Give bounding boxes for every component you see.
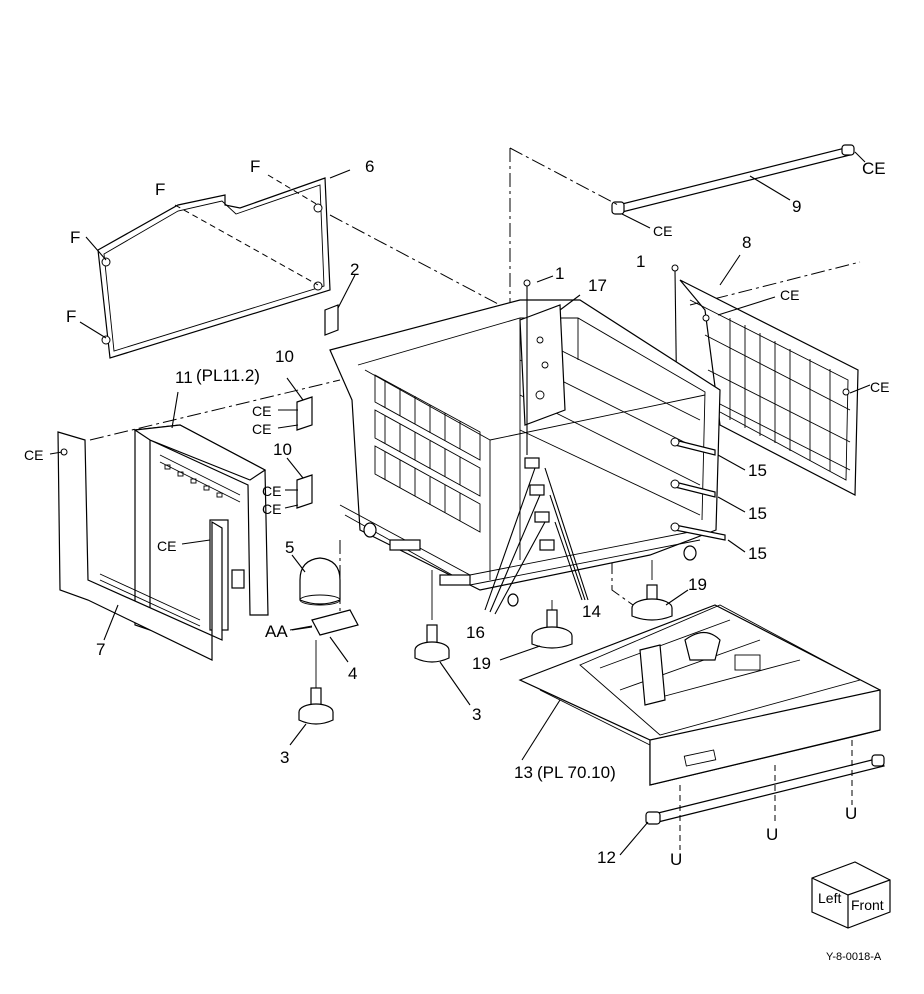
part-19-feet (531, 560, 673, 649)
callout-aa: AA (265, 622, 288, 641)
callout-ce5: CE (252, 403, 271, 419)
callout-u2: U (766, 825, 778, 844)
screw-f2-icon (101, 335, 111, 345)
part-4-bracket (311, 609, 359, 636)
callout-5: 5 (285, 538, 294, 557)
callout-ce6: CE (252, 421, 271, 437)
part-17-bracket (519, 304, 566, 426)
callout-7: 7 (96, 640, 105, 659)
callout-1a: 1 (555, 264, 564, 283)
document-code: Y-8-0018-A (826, 951, 882, 963)
orientation-cube-icon: Left Front (811, 861, 891, 929)
part-14-16-rollers (524, 457, 555, 551)
part-12-handle (645, 754, 885, 825)
screw-1b-icon (671, 264, 679, 272)
callout-ce4: CE (870, 379, 889, 395)
callout-13: 13 (514, 763, 533, 782)
callout-ce10: CE (157, 538, 176, 554)
callout-f3: F (70, 228, 80, 247)
callout-ce3: CE (780, 287, 799, 303)
main-frame (329, 299, 721, 607)
callout-17: 17 (588, 276, 607, 295)
callout-12: 12 (597, 848, 616, 867)
callout-14: 14 (582, 602, 601, 621)
part-10-clips (296, 396, 313, 509)
part-3-feet (298, 570, 450, 725)
part-9-rod (611, 144, 855, 215)
cube-left-label: Left (818, 890, 841, 906)
cube-front-label: Front (851, 897, 884, 913)
screw-f1-icon (101, 257, 111, 267)
callout-11-ref: (PL11.2) (196, 366, 260, 385)
callout-ce1: CE (862, 159, 886, 178)
callout-ce2: CE (653, 223, 672, 239)
callout-ce9: CE (24, 447, 43, 463)
part-5-damper (299, 557, 341, 606)
callout-2: 2 (350, 260, 359, 279)
callout-3b: 3 (472, 705, 481, 724)
callout-8: 8 (742, 233, 751, 252)
callout-f2: F (155, 180, 165, 199)
callout-f4: F (66, 307, 76, 326)
callout-11: 11 (175, 368, 193, 387)
callout-3a: 3 (280, 748, 289, 767)
callout-ce8: CE (262, 501, 281, 517)
screw-f3-icon (313, 203, 323, 213)
callout-15a: 15 (748, 461, 767, 480)
callout-15c: 15 (748, 544, 767, 563)
callout-4: 4 (348, 664, 357, 683)
callout-16: 16 (466, 623, 485, 642)
part-15-shafts (670, 437, 726, 541)
callout-u3: U (845, 804, 857, 823)
callout-6: 6 (365, 157, 374, 176)
callout-10b: 10 (273, 440, 292, 459)
callout-1b: 1 (636, 252, 645, 271)
callout-u1: U (670, 850, 682, 869)
callout-10a: 10 (275, 347, 294, 366)
callout-15b: 15 (748, 504, 767, 523)
part-2-bracket (324, 304, 339, 336)
callout-f1: F (250, 157, 260, 176)
part-8-right-cover (679, 279, 859, 496)
callout-labels: 1 1 2 3 3 4 5 6 7 8 9 10 10 11 (PL11.2) … (24, 157, 889, 869)
callout-ce7: CE (262, 483, 281, 499)
screw-1a-icon (523, 279, 531, 287)
part-6-rear-cover (97, 177, 331, 359)
part-13-paper-tray (518, 604, 881, 786)
callout-19a: 19 (688, 575, 707, 594)
callout-9: 9 (792, 197, 801, 216)
part-7-left-cover (57, 431, 223, 661)
callout-13-ref: (PL 70.10) (537, 763, 616, 782)
callout-19b: 19 (472, 654, 491, 673)
